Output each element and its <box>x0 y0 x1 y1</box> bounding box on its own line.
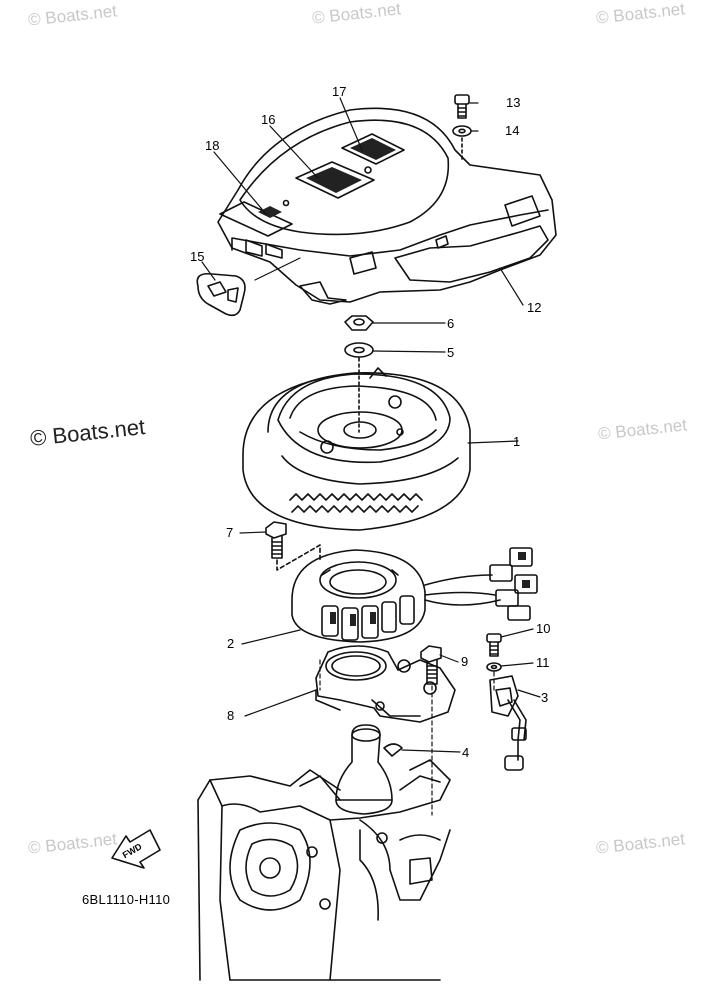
callout-7: 7 <box>226 525 233 540</box>
leader-lines <box>201 97 541 753</box>
key-4 <box>383 743 403 757</box>
nut-6 <box>344 315 374 331</box>
fwd-text: FWD <box>121 841 144 860</box>
washer-11 <box>486 662 502 672</box>
callout-1: 1 <box>513 434 520 449</box>
bolt-7 <box>265 521 287 559</box>
callout-numbers: 1 2 3 4 5 6 7 8 9 10 11 12 13 14 15 16 1… <box>190 84 550 760</box>
callout-11: 11 <box>536 655 550 670</box>
pulser-coil-3 <box>489 675 527 771</box>
stator-2 <box>291 547 538 643</box>
diagram-code: 6BL1110-H110 <box>82 892 171 907</box>
label-16-plate <box>295 161 375 199</box>
callout-17: 17 <box>332 84 346 99</box>
clip-15 <box>196 272 246 317</box>
flywheel-1 <box>242 367 471 531</box>
callout-6: 6 <box>447 316 454 331</box>
bolt-9 <box>420 645 442 685</box>
callout-8: 8 <box>227 708 234 723</box>
bolt-10 <box>486 633 502 657</box>
callout-3: 3 <box>541 690 548 705</box>
fwd-arrow <box>111 829 161 869</box>
base-plate-8 <box>315 645 456 723</box>
callout-15: 15 <box>190 249 204 264</box>
power-head <box>197 724 451 981</box>
label-17-plate <box>341 133 405 165</box>
callout-4: 4 <box>462 745 469 760</box>
washer-14 <box>452 125 472 137</box>
callout-14: 14 <box>505 123 519 138</box>
callout-12: 12 <box>527 300 541 315</box>
callout-5: 5 <box>447 345 454 360</box>
callout-13: 13 <box>506 95 520 110</box>
washer-5 <box>344 342 374 358</box>
callout-2: 2 <box>227 636 234 651</box>
callout-10: 10 <box>536 621 550 636</box>
callout-18: 18 <box>205 138 219 153</box>
label-18-plate <box>219 201 293 237</box>
callout-9: 9 <box>461 654 468 669</box>
bolt-13 <box>454 94 470 119</box>
flywheel-cover <box>217 107 557 305</box>
callout-16: 16 <box>261 112 275 127</box>
